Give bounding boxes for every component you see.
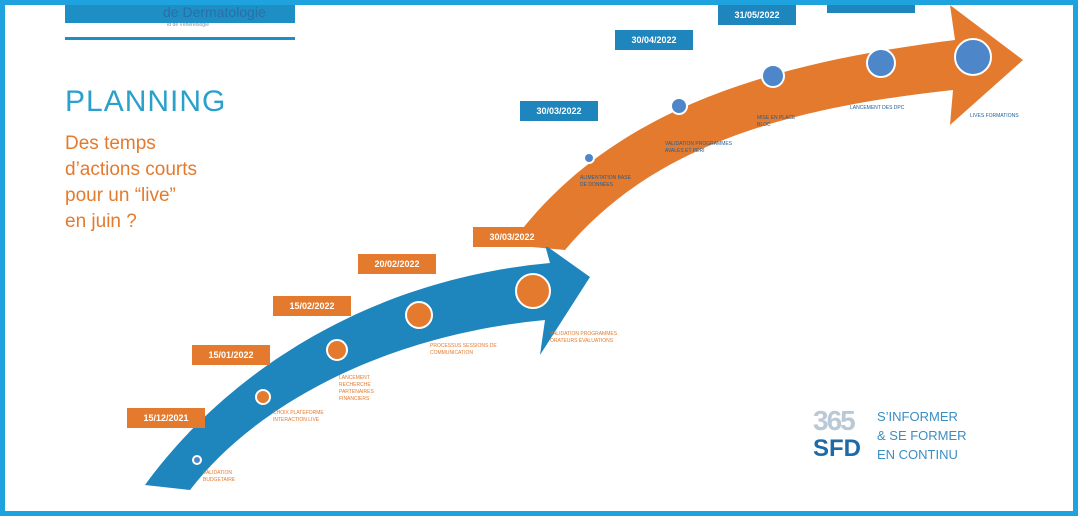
- brand-tagline: S’INFORMER & SE FORMER EN CONTINU: [877, 407, 1007, 464]
- milestone-label: PROCESSUS SESSIONS DE COMMUNICATION: [430, 343, 497, 356]
- milestone-date: 30/03/2022: [473, 227, 551, 247]
- brand-tagline-line: & SE FORMER: [877, 428, 967, 443]
- subtitle-line: en juin ?: [65, 211, 137, 232]
- subtitle-line: pour un “live”: [65, 185, 176, 206]
- brand-tagline-line: S’INFORMER: [877, 409, 958, 424]
- logo-banner: [65, 5, 295, 23]
- milestone-dot: [192, 455, 202, 465]
- milestone-label: VALIDATION BUDGETAIRE: [203, 470, 236, 483]
- milestone-date: 30/04/2022: [615, 30, 693, 50]
- milestone-label: LANCEMENT RECHERCHE PARTENAIRES FINANCIE…: [339, 375, 374, 402]
- subtitle: Des temps d’actions courts pour un “live…: [65, 131, 285, 235]
- milestone-dot: [761, 64, 785, 88]
- brand-tagline-line: EN CONTINU: [877, 447, 958, 462]
- blue-arrow: [145, 245, 590, 490]
- milestone-dot: [866, 48, 896, 78]
- milestone-label: LANCEMENT DES DPC: [850, 105, 905, 111]
- subtitle-line: d’actions courts: [65, 159, 198, 180]
- milestone-date: 15/12/2021: [127, 408, 205, 428]
- subtitle-line: Des temps: [65, 133, 156, 154]
- milestone-dot: [255, 389, 271, 405]
- milestone-dot: [954, 38, 992, 76]
- logo-underline: [65, 23, 295, 40]
- brand-number: 365: [813, 405, 856, 436]
- milestone-date: 15/01/2022: [192, 345, 270, 365]
- milestone-label: ALIMENTATION BASE DE DONNÉES: [580, 175, 631, 188]
- milestone-label: VALIDATION PROGRAMMES AVALES ET PÉRI: [665, 141, 733, 154]
- milestone-date: 30/03/2022: [520, 101, 598, 121]
- brand-name: SFD: [813, 435, 861, 462]
- milestone-date-partial: [827, 5, 915, 13]
- milestone-date: 15/02/2022: [273, 296, 351, 316]
- milestone-date: 31/05/2022: [718, 5, 796, 25]
- milestone-dot: [515, 273, 551, 309]
- milestone-dot: [405, 301, 433, 329]
- milestone-label: MISE EN PLACE BLOC: [757, 115, 796, 128]
- logo-subtext: et de Vénéréologie: [167, 22, 209, 28]
- milestone-date: 20/02/2022: [358, 254, 436, 274]
- page-title: PLANNING: [65, 85, 227, 118]
- logo-text: de Dermatologie: [163, 4, 266, 20]
- timeline-arrows: [145, 5, 1023, 490]
- milestone-label: LIVES FORMATIONS: [970, 113, 1019, 119]
- milestone-dot: [326, 339, 348, 361]
- milestone-label: VALIDATION PROGRAMMES ORATEURS ÉVALUATIO…: [550, 331, 618, 344]
- milestone-dot: [583, 152, 595, 164]
- milestone-label: CHOIX PLATEFORME INTERACTION LIVE: [273, 410, 324, 423]
- milestone-dot: [670, 97, 688, 115]
